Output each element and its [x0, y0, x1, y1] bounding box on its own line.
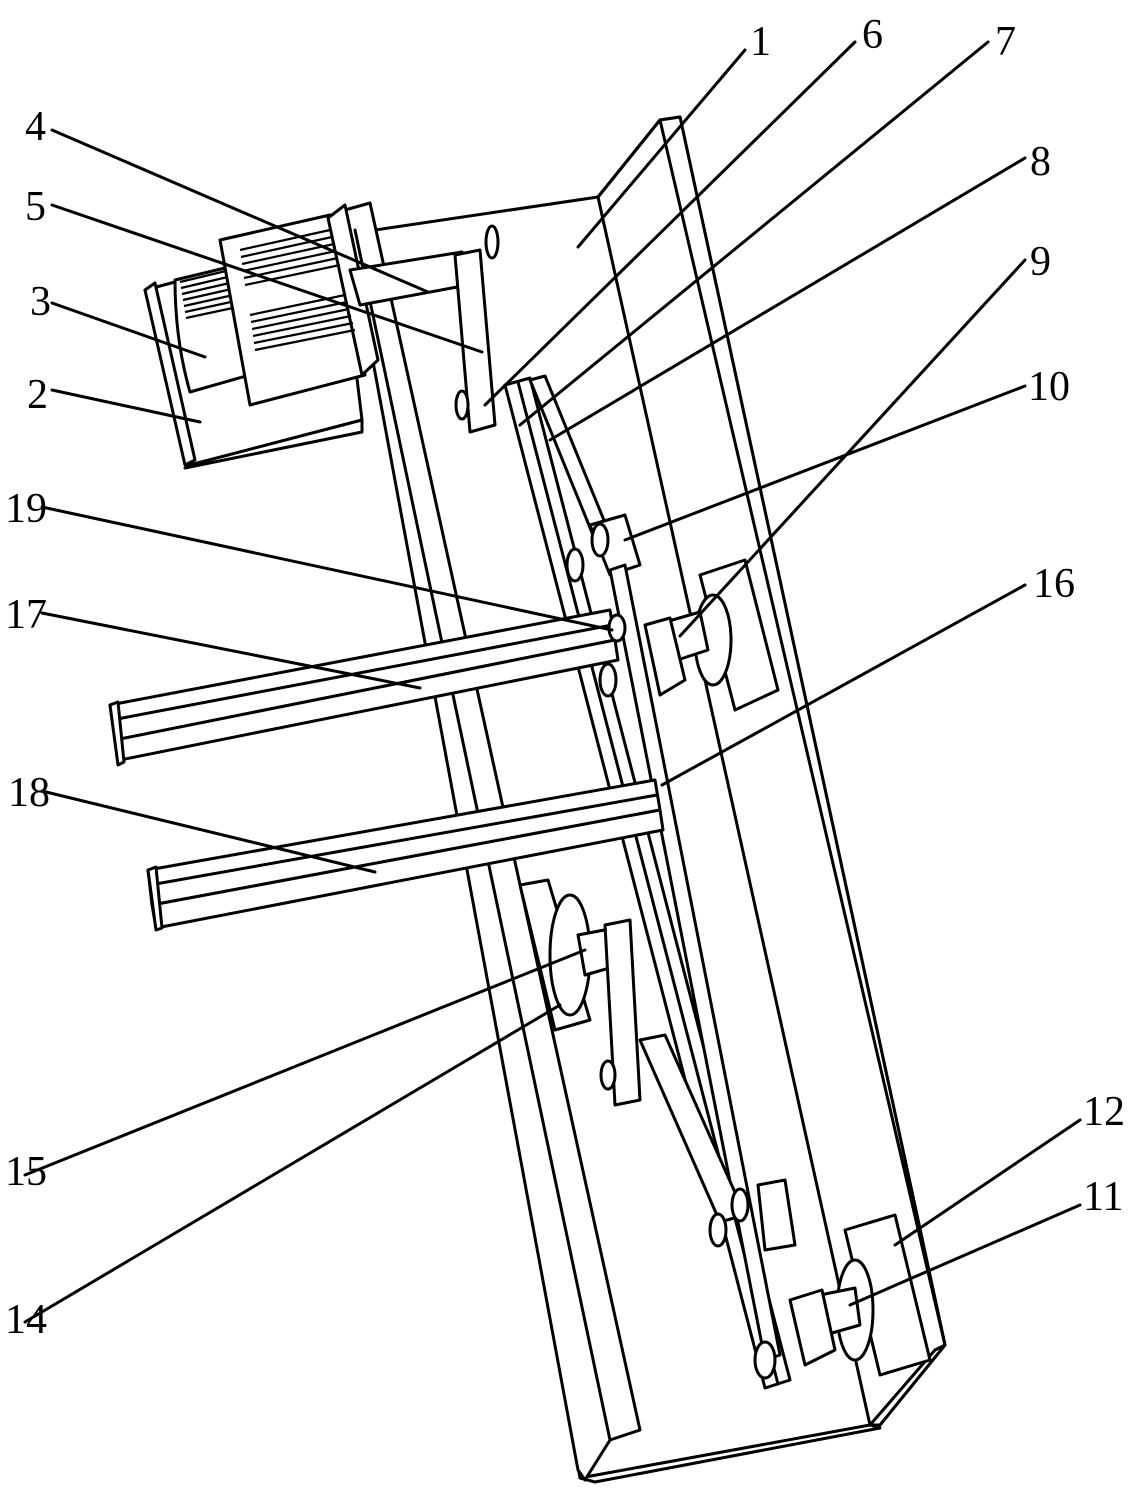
- support-rail-lower: [146, 778, 665, 932]
- bracket-front-face: [183, 418, 364, 470]
- motor-body: [173, 266, 262, 394]
- bearing-collar-upper: [643, 616, 687, 697]
- label-9: 9: [1030, 239, 1051, 285]
- leader-lines: [23, 40, 1082, 1324]
- base-plate-front-edge: [658, 115, 947, 1427]
- label-4: 4: [25, 104, 46, 150]
- vertical-guide: [608, 563, 782, 1362]
- label-10: 10: [1028, 364, 1070, 410]
- label-1: 1: [750, 19, 771, 65]
- label-15: 15: [5, 1149, 47, 1195]
- base-plate-bottom-lip: [578, 1423, 882, 1484]
- crank-pin-top: [484, 224, 500, 260]
- label-6: 6: [862, 12, 883, 58]
- bearing-collar-lower: [788, 1288, 837, 1367]
- leader-8: [548, 156, 1027, 442]
- leader-10: [623, 384, 1027, 542]
- crank-pin-bottom: [454, 389, 470, 421]
- leader-12: [893, 1118, 1082, 1247]
- lower-crank-plate: [603, 918, 642, 1107]
- leader-6: [483, 40, 857, 407]
- leader-5: [50, 203, 484, 354]
- rail-lower-end: [146, 865, 164, 932]
- lower-link-hub: [756, 1178, 797, 1252]
- pivot-bolt-a: [565, 547, 585, 583]
- pivot-bolt-b: [590, 522, 610, 558]
- label-17: 17: [5, 592, 47, 638]
- pivot-bolt-c: [598, 662, 618, 698]
- label-19: 19: [5, 486, 47, 532]
- base-plate-edge-line: [596, 195, 872, 1427]
- leader-9: [678, 258, 1027, 638]
- leader-18: [40, 789, 377, 874]
- leader-17: [40, 611, 422, 690]
- lower-crank-pin: [599, 1059, 617, 1091]
- leader-4: [50, 128, 430, 294]
- label-7: 7: [995, 19, 1016, 65]
- label-5: 5: [25, 184, 46, 230]
- leader-7: [518, 40, 990, 427]
- label-18: 18: [8, 770, 50, 816]
- lower-link-pin-a: [730, 1187, 750, 1223]
- guide-column: [608, 563, 782, 1362]
- base-plate-top-edge: [596, 118, 662, 199]
- support-rail-upper: [108, 608, 627, 767]
- label-14: 14: [5, 1297, 47, 1343]
- rail-upper-end: [108, 700, 126, 767]
- crank-plate: [453, 248, 497, 434]
- leader-1: [576, 48, 747, 249]
- lower-link-pin-b: [708, 1212, 728, 1248]
- label-12: 12: [1083, 1089, 1125, 1135]
- label-3: 3: [30, 279, 51, 325]
- label-8: 8: [1030, 139, 1051, 185]
- leader-14: [23, 1003, 562, 1324]
- gearbox: [218, 203, 380, 407]
- label-16: 16: [1033, 561, 1075, 607]
- reference-labels: 1 6 7 8 9 10 16 12 11 4 5 3 2 19 17 18 1…: [5, 12, 1125, 1343]
- label-2: 2: [27, 372, 48, 418]
- rail-upper-pin: [607, 613, 627, 643]
- upper-pivot-assembly: [565, 513, 642, 698]
- leader-15: [23, 948, 587, 1177]
- leader-19: [40, 505, 614, 632]
- label-11: 11: [1083, 1174, 1123, 1220]
- leader-11: [848, 1203, 1082, 1307]
- lower-rod-end: [753, 1340, 777, 1380]
- leader-2: [50, 388, 202, 424]
- lower-crank-assembly: [518, 878, 797, 1252]
- upper-bearing-block: [643, 558, 780, 712]
- lower-bearing-block: [753, 1213, 932, 1380]
- leader-16: [660, 583, 1027, 787]
- crank-arm: [453, 224, 500, 434]
- gearbox-housing: [218, 213, 367, 407]
- leader-3: [50, 301, 207, 359]
- motor: [173, 266, 262, 394]
